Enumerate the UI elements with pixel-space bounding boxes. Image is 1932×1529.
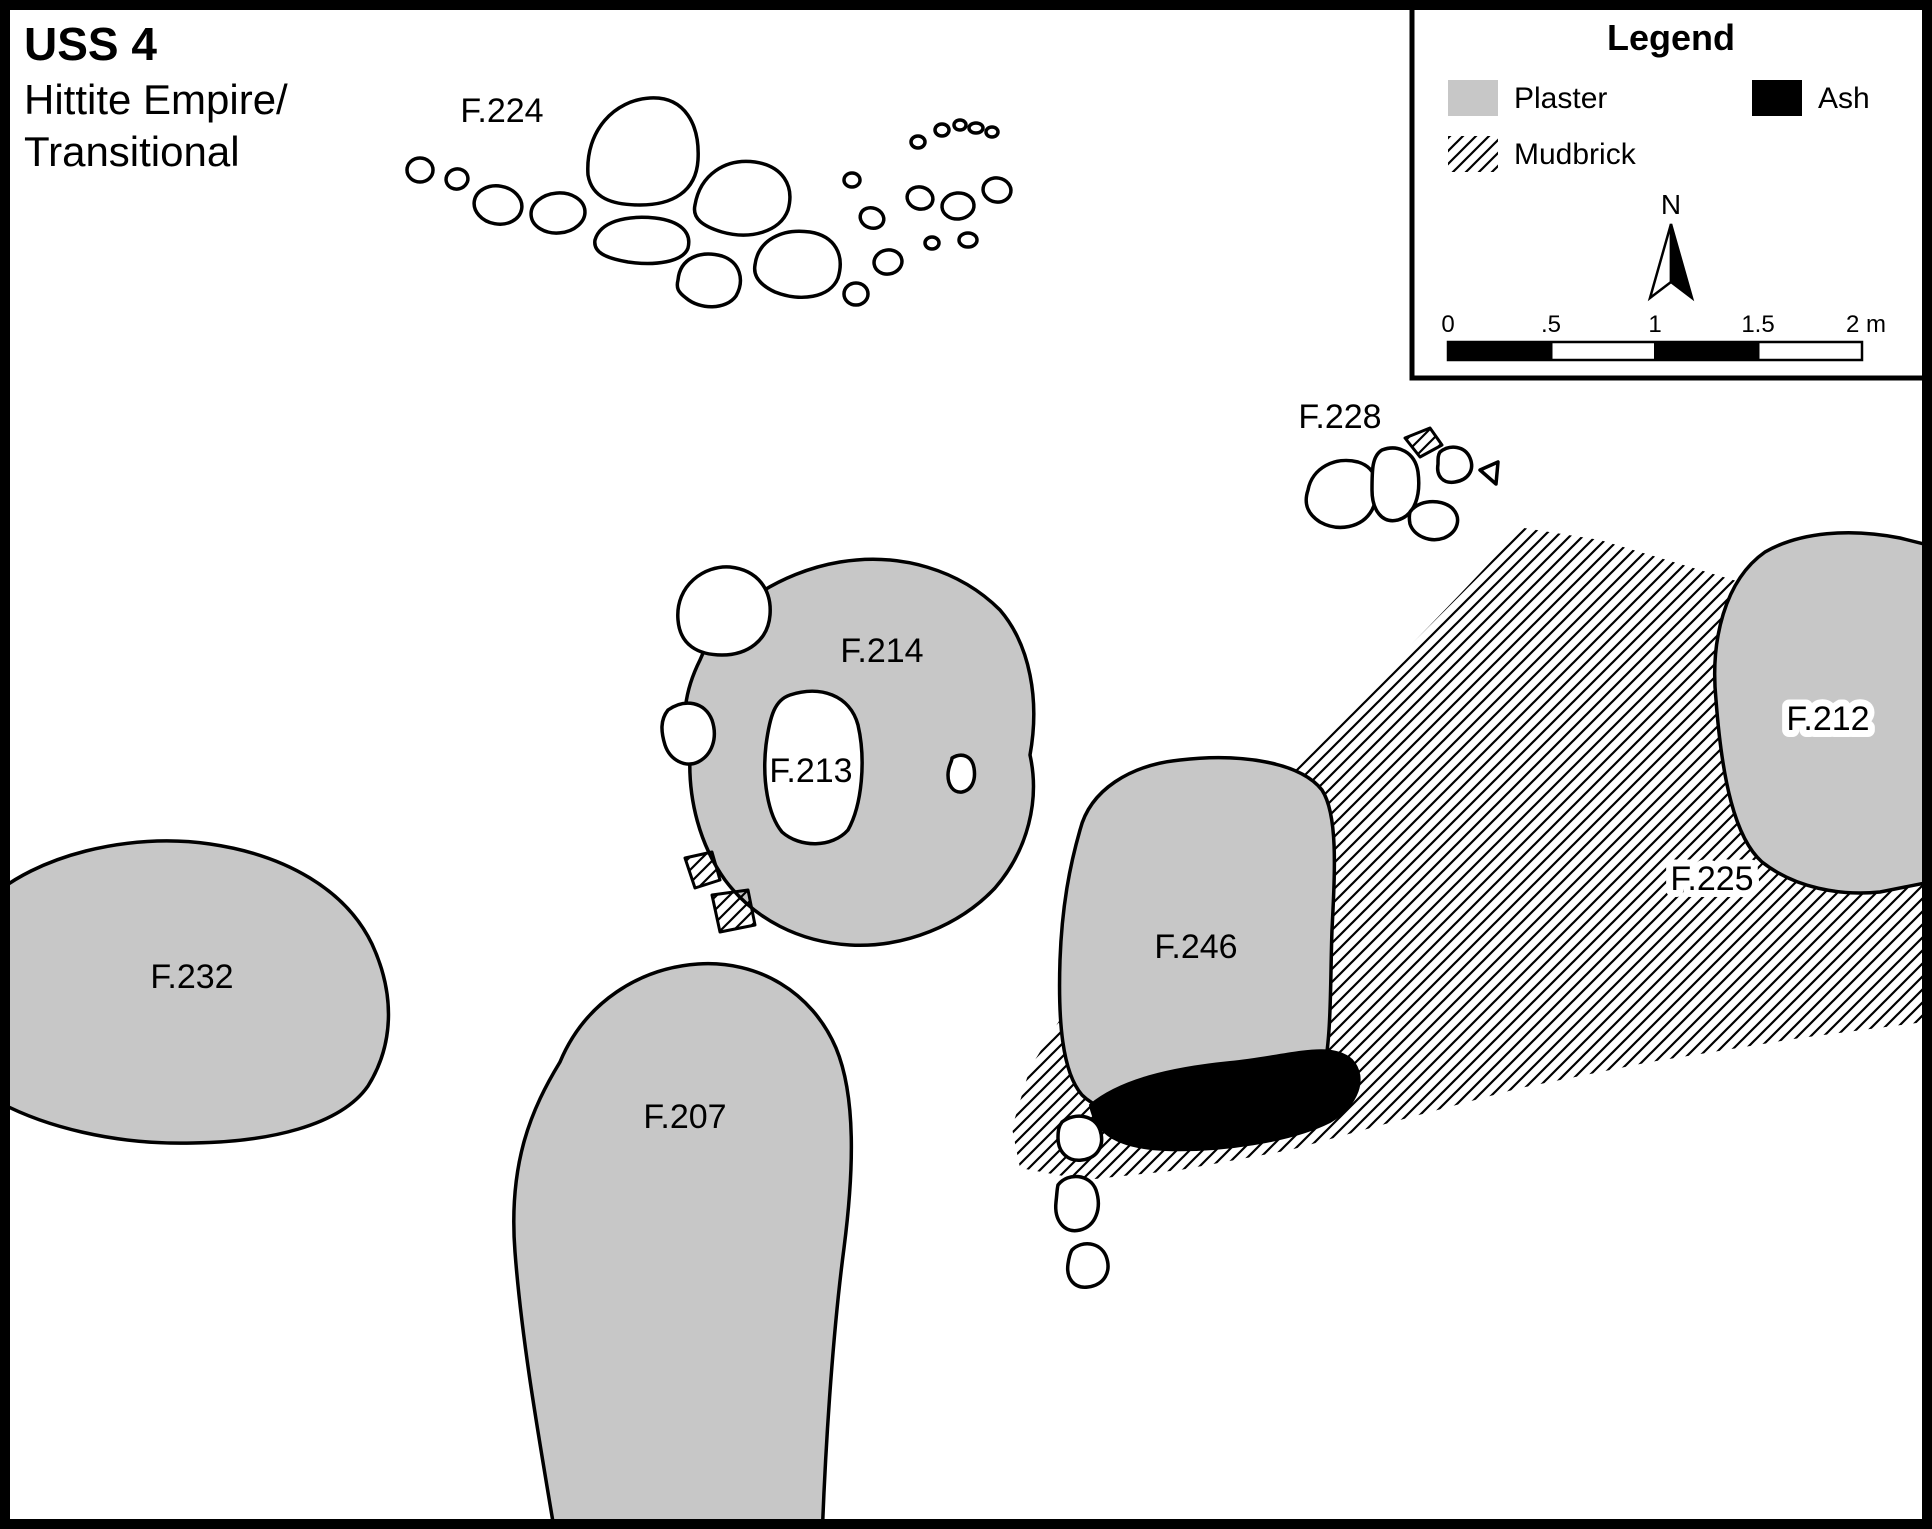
stone [957,231,979,249]
stone [1304,458,1380,530]
scale-tick-0: 0 [1441,311,1454,338]
legend-label-mudbrick: Mudbrick [1514,138,1637,171]
stone [842,171,862,189]
stone [952,118,968,132]
stone-f214-inclusion [946,753,977,794]
stone [1478,460,1500,486]
feature-label-f213: F.213 [769,752,852,790]
feature-f207 [512,961,854,1529]
scale-tick-2m: 2 m [1846,311,1886,338]
stone-below-ash-3 [1065,1242,1110,1289]
period-line-1: Hittite Empire/ [24,76,288,123]
feature-label-f224: F.224 [460,92,543,130]
feature-f212 [1712,530,1932,895]
stone [923,235,941,251]
feature-label-f246: F.246 [1154,928,1237,966]
stone [967,121,985,135]
stone [940,191,976,221]
stone-cluster-f228 [1304,426,1500,542]
stone [909,134,927,150]
scale-tick-15: 1.5 [1741,311,1774,338]
stone [405,156,435,184]
mudbrick-fragment-2 [710,888,757,934]
stone [472,184,524,226]
north-arrow: N [1647,189,1695,302]
feature-label-f214: F.214 [840,632,923,670]
feature-f213 [763,689,864,846]
stone [444,167,470,191]
stone [529,191,587,235]
legend-label-ash: Ash [1818,82,1870,115]
stone [984,125,1000,139]
stone-f214-upper [676,565,772,657]
stone-below-ash-1 [1056,1114,1104,1162]
scale-seg-3 [1655,342,1759,360]
stone [752,229,842,300]
title-block: USS 4 Hittite Empire/ Transitional [24,18,288,175]
ash-swatch [1752,80,1802,116]
stone [1407,499,1460,542]
mudbrick-swatch [1448,136,1498,172]
legend-label-plaster: Plaster [1514,82,1607,115]
feature-label-f228: F.228 [1298,398,1381,436]
stone [675,252,743,309]
legend-box [1409,2,1929,381]
scale-seg-1 [1448,342,1552,360]
stone [1435,445,1474,485]
scale-outline [1446,340,1864,362]
stone [593,215,691,266]
feature-label-f225: F.225 [1670,860,1753,898]
stone [933,122,951,138]
scale-tick-05: .5 [1541,311,1561,338]
north-label: N [1661,189,1681,220]
ash-deposit [1088,1049,1361,1152]
stone [586,96,700,207]
mudbrick-stone [1403,426,1444,459]
legend-title: Legend [1607,17,1735,58]
stone-below-ash-2 [1054,1174,1101,1233]
mudbrick-fragment-1 [683,850,722,890]
north-arrow-right [1669,223,1695,302]
scale-seg-2 [1550,341,1656,361]
stone [858,205,886,231]
scale-seg-4 [1757,341,1863,361]
feature-label-f232: F.232 [150,958,233,996]
feature-f232 [0,839,391,1145]
stone [905,185,935,211]
stone [981,176,1013,204]
stone [692,159,792,237]
legend: Legend Plaster Ash Mudbrick N 0 .5 1 1.5… [1409,2,1929,381]
stone-f214-left-notch [660,701,717,766]
site-title: USS 4 [24,18,157,70]
scale-bar: 0 .5 1 1.5 2 m [1441,311,1886,362]
scale-tick-1: 1 [1648,311,1661,338]
feature-label-f207: F.207 [643,1098,726,1136]
stone [1370,446,1421,523]
plaster-swatch [1448,80,1498,116]
period-line-2: Transitional [24,128,240,175]
stone [842,281,870,307]
stone-cluster-f224 [405,96,1013,309]
stone [872,248,904,276]
feature-label-f212: F.212 [1786,700,1869,738]
